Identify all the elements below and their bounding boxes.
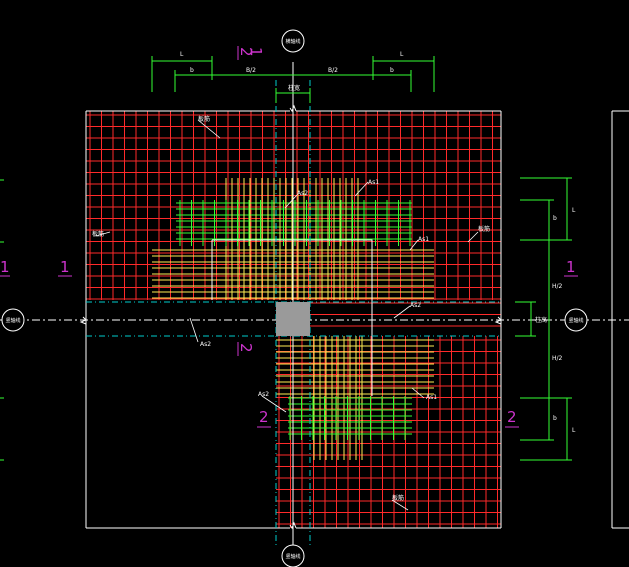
dim-half-left: B/2 xyxy=(246,67,256,74)
section-2-right: 2 xyxy=(507,408,517,426)
dim-L-top: L xyxy=(572,207,576,214)
dim-half-bottom: H/2 xyxy=(552,355,563,362)
svg-text:横轴线: 横轴线 xyxy=(285,38,300,45)
label-leaders xyxy=(95,119,479,511)
break-marks xyxy=(79,104,502,530)
dim-half-top: H/2 xyxy=(552,283,563,290)
axis-bubble-left: 竖轴线 xyxy=(1,308,25,332)
inner-outline xyxy=(211,239,373,396)
dim-b-left: b xyxy=(190,67,194,74)
dim-b-bottom: b xyxy=(553,415,557,422)
dim-column-width: 柱宽 xyxy=(288,84,300,92)
label-slab-left: 板筋 xyxy=(92,230,104,238)
svg-text:竖轴线: 竖轴线 xyxy=(285,553,300,560)
dim-half-right: B/2 xyxy=(328,67,338,74)
label-as2-right: As2 xyxy=(410,302,421,309)
label-slab-right: 板筋 xyxy=(478,225,490,233)
label-as2-top: As2 xyxy=(297,190,308,197)
label-as2-left: As2 xyxy=(200,341,211,348)
label-as2-bottom: As2 xyxy=(258,391,269,398)
dim-L-right: L xyxy=(400,51,404,58)
right-dimensions xyxy=(515,177,572,461)
dim-column-height: 柱高 xyxy=(535,316,547,324)
label-slab-top-left: 板筋 xyxy=(198,115,210,123)
section-1-left: 1 xyxy=(60,258,70,276)
top-dimensions xyxy=(151,56,435,103)
section-2-top: 2 xyxy=(237,47,255,57)
axis-bubble-top: 横轴线 xyxy=(281,29,305,53)
axis-bubble-right: 竖轴线 xyxy=(564,308,588,332)
label-as1-bottom: As1 xyxy=(426,394,437,401)
label-as1-top: As1 xyxy=(368,179,379,186)
axis-lines xyxy=(0,80,629,545)
dim-L-bottom: L xyxy=(572,427,576,434)
dim-b-right: b xyxy=(390,67,394,74)
column xyxy=(276,302,310,336)
section-1-top: 1 xyxy=(247,47,265,57)
svg-text:竖轴线: 竖轴线 xyxy=(568,317,583,324)
section-marks xyxy=(0,46,578,428)
section-1-right: 1 xyxy=(566,258,576,276)
section-2-mid: 2 xyxy=(237,343,255,353)
svg-text:竖轴线: 竖轴线 xyxy=(5,317,20,324)
section-1-edge: 1 xyxy=(0,258,10,276)
dim-b-top: b xyxy=(553,215,557,222)
axis-bubble-bottom: 竖轴线 xyxy=(281,544,305,567)
label-as1-right: As1 xyxy=(418,236,429,243)
section-2-left: 2 xyxy=(259,408,269,426)
label-slab-bottom: 板筋 xyxy=(392,494,404,502)
edge-ticks xyxy=(0,179,4,461)
dim-L-left: L xyxy=(180,51,184,58)
